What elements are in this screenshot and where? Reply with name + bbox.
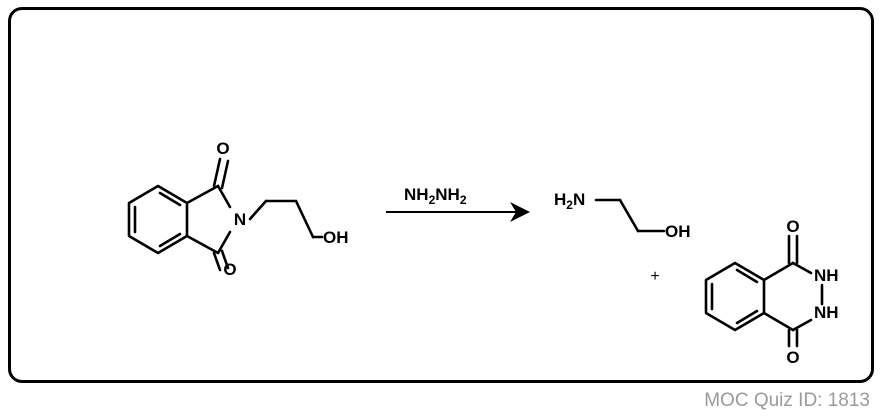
reactant-o-bottom: O [223,260,236,279]
product2-o-top: O [786,217,799,236]
product2-nh-bottom: NH [814,303,839,322]
plus-sign: + [650,268,659,285]
reactant-n: N [234,210,246,229]
product1-chain [594,198,666,233]
reagent-label: NH2NH2 [404,185,467,207]
product1-hydroxyl: OH [665,222,691,241]
product2-phthalhydrazide [704,234,824,348]
product2-nh-top: NH [814,266,839,285]
reactant-hydroxyl: OH [323,228,349,247]
product2-o-bottom: O [786,348,799,367]
reaction-scheme: O O N OH NH2NH2 H2N OH + O O NH NH [127,139,839,367]
reactant-phthalimide [127,157,324,272]
scheme-frame [8,7,874,383]
quiz-id-label: MOC Quiz ID: 1813 [704,390,870,411]
reactant-o-top: O [216,139,229,158]
product1-amine: H2N [554,190,585,212]
